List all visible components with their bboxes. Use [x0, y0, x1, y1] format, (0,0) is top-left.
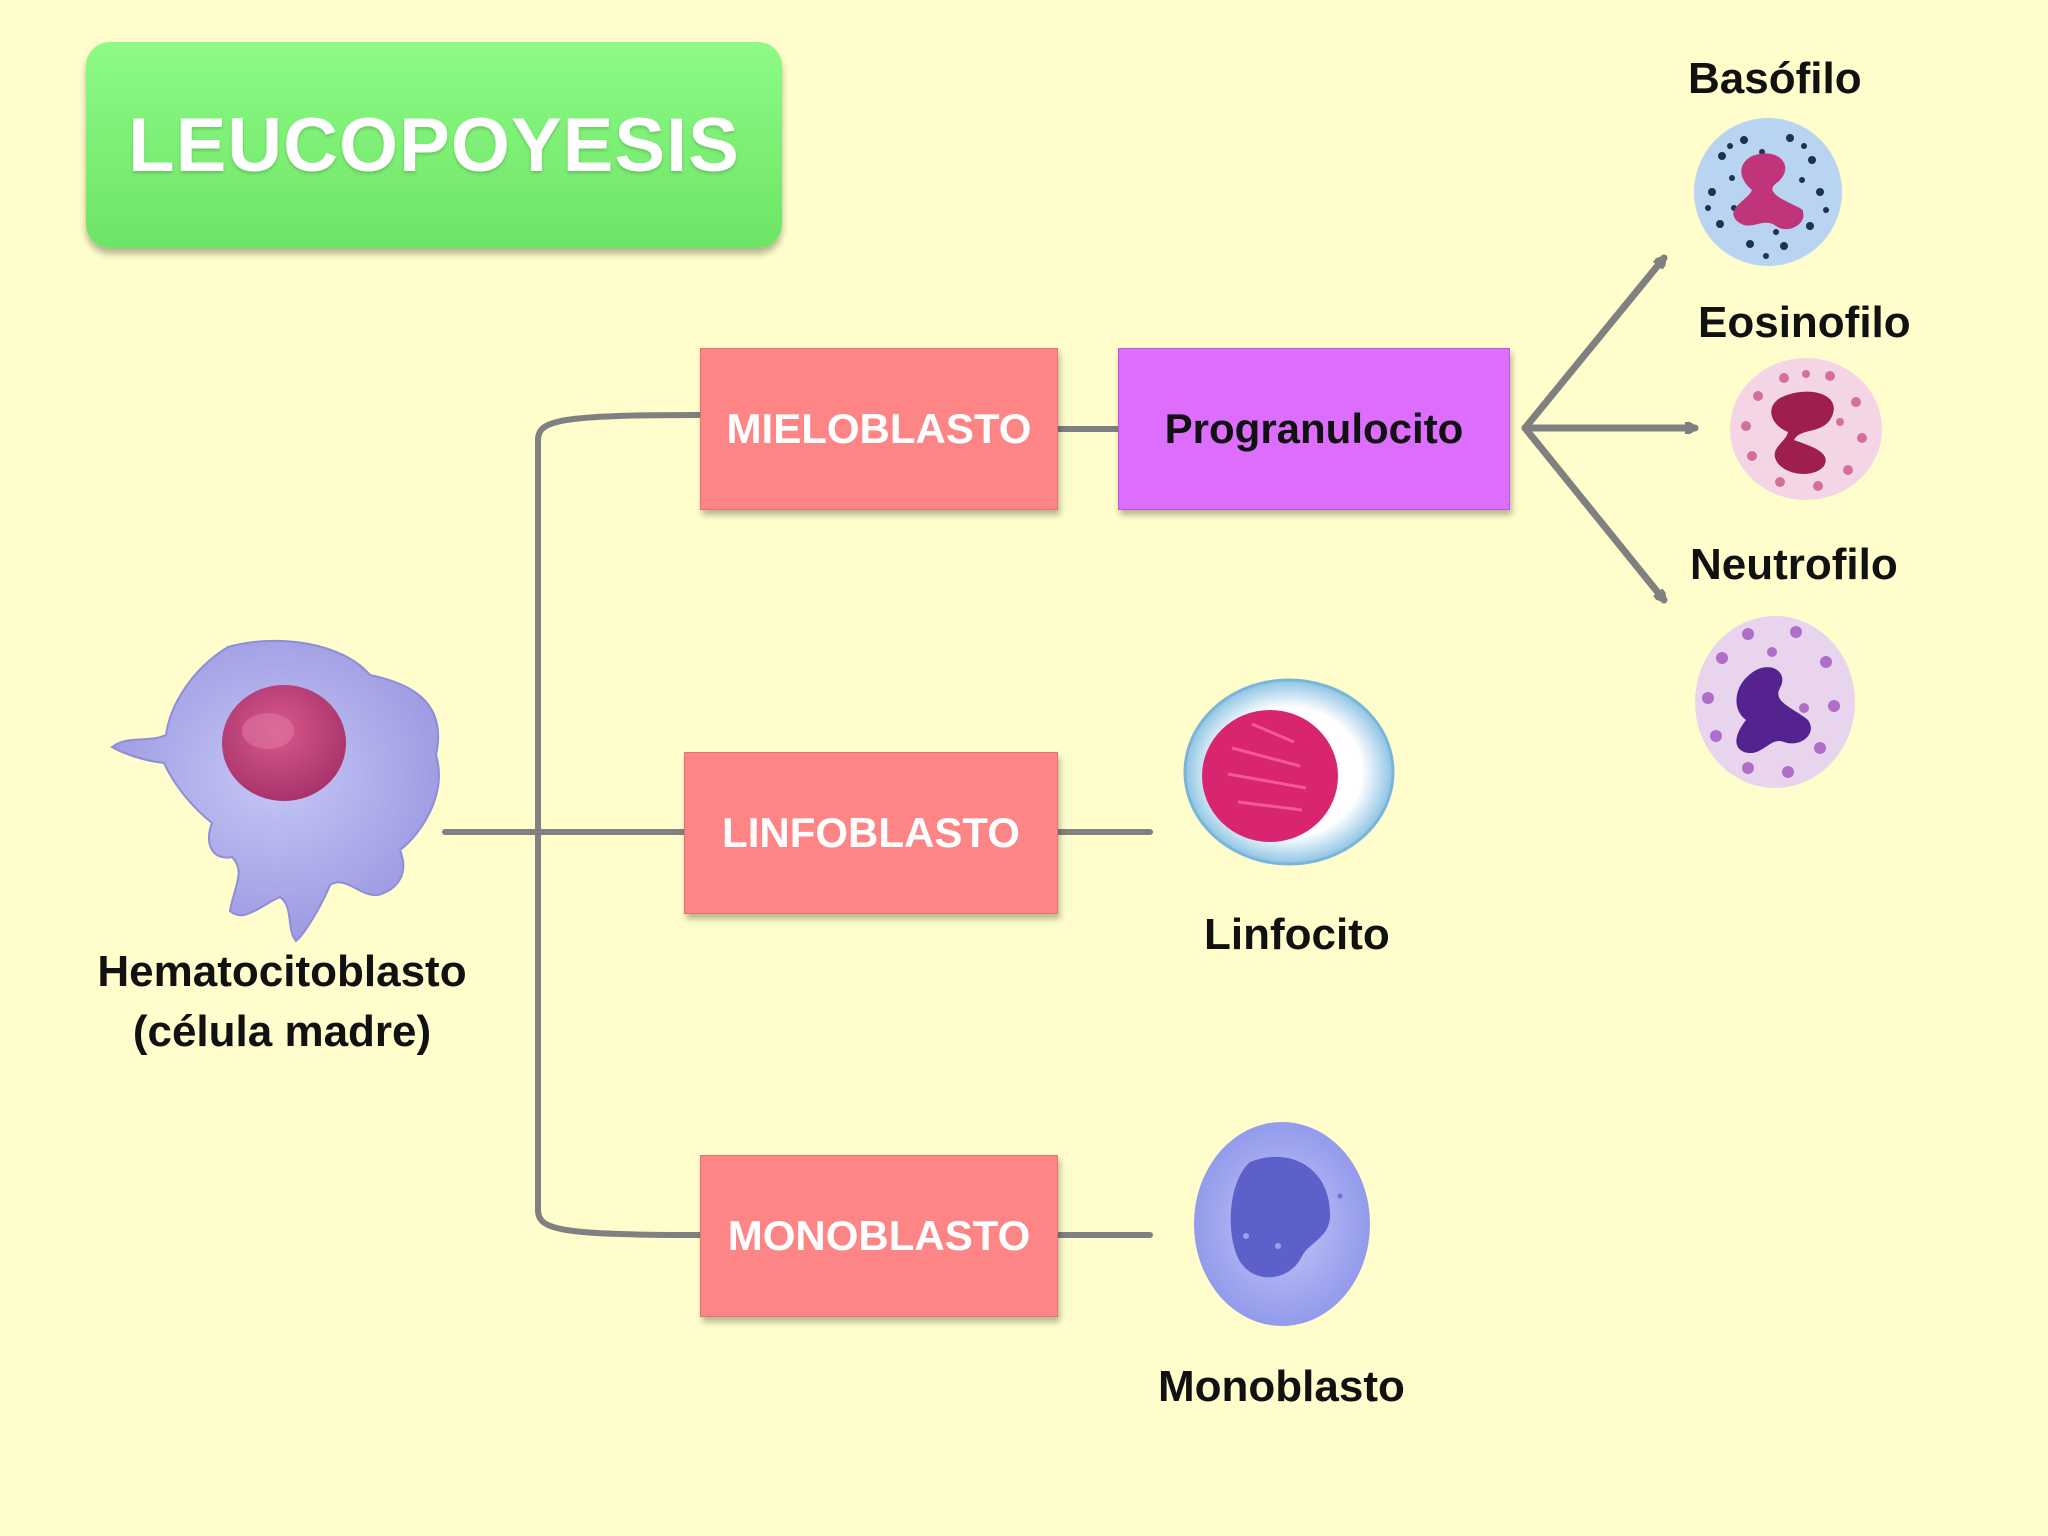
monoblasto-box: MONOBLASTO — [700, 1155, 1058, 1317]
monoblast-cell-label: Monoblasto — [1158, 1362, 1405, 1411]
progranulocito-box: Progranulocito — [1118, 348, 1510, 510]
lymphocyte-cell-image — [1183, 678, 1395, 866]
progranulocito-label: Progranulocito — [1164, 405, 1464, 452]
arrow-neutrophil — [1521, 424, 1668, 600]
eosinophil-label: Eosinofilo — [1698, 298, 1911, 347]
monoblast-cell-image — [1194, 1122, 1370, 1326]
bracket-line — [535, 412, 703, 1238]
eosinophil-cell-image — [1730, 358, 1882, 500]
basophil-cell-image — [1694, 118, 1842, 266]
neutrophil-cell-image — [1695, 616, 1855, 788]
hematocitoblast-cell-image — [110, 639, 440, 943]
basophil-label: Basófilo — [1688, 54, 1862, 103]
arrow-basophil — [1521, 258, 1668, 432]
stem-cell-note: (célula madre) — [132, 1007, 432, 1056]
mieloblasto-box: MIELOBLASTO — [700, 348, 1058, 510]
linfoblasto-label: LINFOBLASTO — [722, 809, 1020, 856]
title-box: LEUCOPOYESIS — [86, 42, 782, 248]
stem-cell-label: Hematocitoblasto (célula madre) — [82, 942, 482, 1062]
monoblasto-label: MONOBLASTO — [727, 1212, 1031, 1259]
neutrophil-label: Neutrofilo — [1690, 540, 1898, 589]
linfoblasto-box: LINFOBLASTO — [684, 752, 1058, 914]
page-title: LEUCOPOYESIS — [128, 102, 740, 188]
stem-cell-name: Hematocitoblasto — [97, 947, 467, 996]
mieloblasto-label: MIELOBLASTO — [726, 405, 1032, 452]
lymphocyte-label: Linfocito — [1204, 910, 1390, 959]
